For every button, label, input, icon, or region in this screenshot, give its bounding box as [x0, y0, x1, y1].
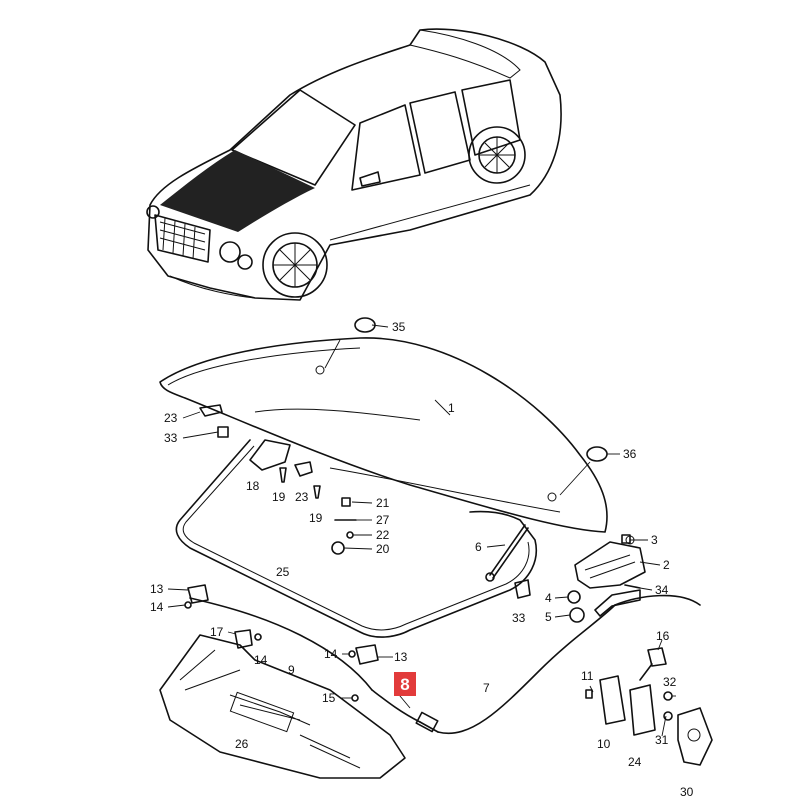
highlight-badge: [394, 672, 416, 696]
callout-20: 20: [376, 542, 390, 556]
callout-11: 11: [581, 669, 594, 683]
callout-36: 36: [623, 447, 637, 461]
bonnet-seal: [175, 439, 537, 638]
callout-3: 3: [651, 533, 658, 547]
callout-33: 33: [164, 431, 178, 445]
callout-22: 22: [376, 528, 390, 542]
callout-31: 31: [655, 733, 669, 747]
callout-27: 27: [376, 513, 390, 527]
callout-34: 34: [655, 583, 669, 597]
gas-strut: [485, 524, 529, 582]
callout-32: 32: [663, 675, 677, 689]
callout-1: 1: [448, 401, 455, 415]
callout-7: 7: [483, 681, 490, 695]
callout-labels: 35 1 23 33 36 18 19 23 21 27 19 22 20 3 …: [150, 320, 694, 799]
callout-19: 19: [272, 490, 286, 504]
callout-30: 30: [680, 785, 694, 799]
callout-23: 23: [164, 411, 178, 425]
car-illustration: [146, 28, 562, 301]
callout-17: 17: [210, 625, 224, 639]
callout-16: 16: [656, 629, 670, 643]
callout-2: 2: [663, 558, 670, 572]
callout-21: 21: [376, 496, 390, 510]
callout-14c: 14: [324, 647, 338, 661]
callout-6: 6: [475, 540, 482, 554]
hinge-assembly: [574, 535, 646, 617]
callout-13: 13: [150, 582, 164, 596]
leader-lines: [167, 324, 676, 737]
highlighted-callout-8[interactable]: 8: [394, 672, 416, 709]
callout-4: 4: [545, 591, 552, 605]
callout-19b: 19: [309, 511, 323, 525]
callout-14b: 14: [254, 653, 268, 667]
callout-13b: 13: [394, 650, 408, 664]
callout-14: 14: [150, 600, 164, 614]
bonnet-panel: [159, 337, 608, 533]
callout-9: 9: [288, 663, 295, 677]
callout-23b: 23: [295, 490, 309, 504]
release-cable: [189, 594, 701, 735]
callout-24: 24: [628, 755, 642, 769]
callout-18: 18: [246, 479, 260, 493]
highlight-label: 8: [400, 675, 409, 694]
callout-5: 5: [545, 610, 552, 624]
callout-33b: 33: [512, 611, 526, 625]
small-parts: [184, 317, 713, 766]
callout-10: 10: [597, 737, 611, 751]
callout-35: 35: [392, 320, 406, 334]
callout-15: 15: [322, 691, 336, 705]
cowl-panel: [159, 634, 406, 779]
callout-25: 25: [276, 565, 290, 579]
callout-26: 26: [235, 737, 249, 751]
